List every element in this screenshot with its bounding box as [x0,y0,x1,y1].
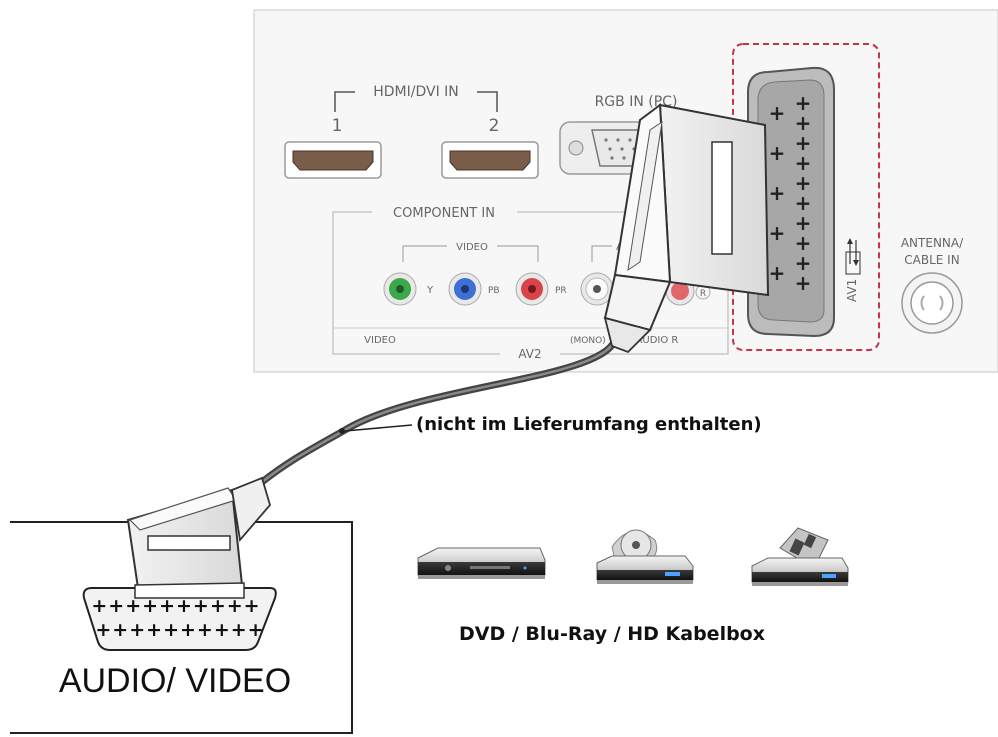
component-label: COMPONENT IN [393,206,495,221]
scart-pin: + [795,231,812,255]
jack-y-label: Y [426,285,434,296]
hdmi-group-label: HDMI/DVI IN [373,84,459,100]
scart-pin: + [795,171,812,195]
bottom-video-label: VIDEO [364,335,396,346]
jack-pb-label: PB [488,286,500,296]
antenna-jack[interactable] [901,272,963,334]
bluray-player-icon [596,529,694,584]
device-pins-row2: ++++++++++ [95,619,264,641]
hdmi-port-2[interactable] [441,141,539,179]
hdmi-port-2-label: 2 [489,116,500,136]
scart-pin: + [795,211,812,235]
scart-plug-device [126,476,272,599]
av1-label: AV1 [845,279,859,302]
jack-pb[interactable] [448,272,482,306]
scart-cable: (nicht im Lieferumfang enthalten) [258,336,762,486]
scart-pin: + [769,101,786,125]
scart-plug-tv [603,103,770,354]
component-video-label: VIDEO [456,242,488,253]
av1-highlight-outline [732,43,880,351]
cable-box-icon [751,527,849,586]
rgb-label: RGB IN (PC) [595,94,678,110]
cable-callout-line [344,424,413,432]
jack-pr-label: PR [555,286,567,296]
bottom-mono-label: (MONO) [570,336,606,346]
antenna-label-line1: ANTENNA/ [901,236,964,250]
device-label: AUDIO/ VIDEO [59,662,291,700]
jack-pr[interactable] [515,272,549,306]
hdmi-port-1[interactable] [284,141,382,179]
scart-pin: + [795,271,812,295]
jack-r-label: R [700,289,706,299]
jack-audio-l[interactable] [580,272,614,306]
av-device: ++++++++++ ++++++++++ AUDIO/ VIDEO [10,521,353,734]
antenna-group: ANTENNA/ CABLE IN [901,236,964,334]
av1-group: +++++++++++++++ AV1 [732,43,880,351]
hdmi-port-1-label: 1 [332,116,343,136]
scart-pin: + [769,141,786,165]
scart-pin: + [795,91,812,115]
scart-pin: + [795,191,812,215]
component-group: COMPONENT IN VIDEO A Y PB [332,203,729,361]
jack-y[interactable] [383,272,417,306]
device-scart-socket[interactable]: ++++++++++ ++++++++++ [82,587,277,651]
av1-direction-icon [845,238,861,275]
av1-scart-socket[interactable]: +++++++++++++++ [747,66,835,338]
sources-label: DVD / Blu-Ray / HD Kabelbox [459,623,765,645]
scart-pin: + [795,131,812,155]
bottom-audio-label: L - AUDIO R [620,335,678,346]
scart-pin: + [795,151,812,175]
scart-pin: + [769,181,786,205]
scart-pin: + [795,111,812,135]
antenna-label-line2: CABLE IN [904,253,959,267]
av2-label: AV2 [518,347,541,361]
scart-pin: + [795,251,812,275]
device-pins-row1: ++++++++++ [91,595,260,617]
hdmi-group: HDMI/DVI IN 1 2 [284,84,539,179]
scart-pin: + [769,261,786,285]
dvd-player-icon [417,547,546,579]
cable-note: (nicht im Lieferumfang enthalten) [416,414,762,435]
scart-pin: + [769,221,786,245]
